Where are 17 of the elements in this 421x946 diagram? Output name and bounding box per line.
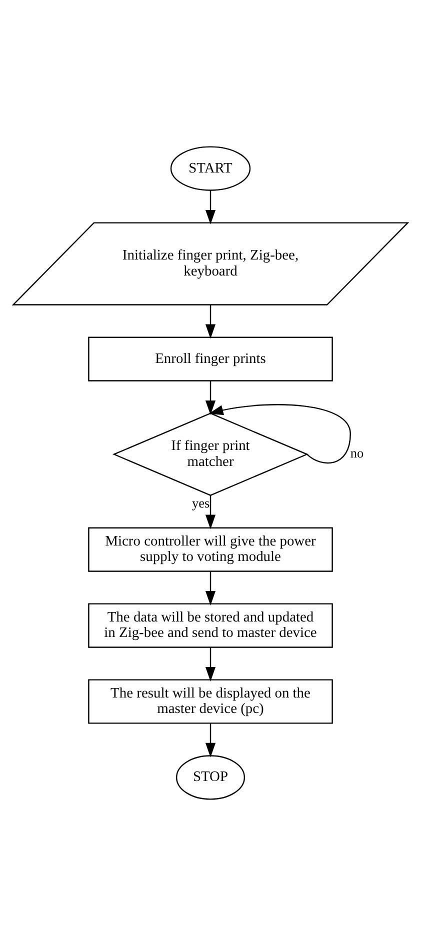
arrow (205, 724, 216, 758)
edge-label: yes (192, 496, 210, 511)
arrow (205, 304, 216, 339)
arrow (205, 190, 216, 224)
node-box: The data will be stored and updated in Zig-bee and send to master device (88, 603, 333, 648)
node-box: Enroll finger prints (88, 336, 333, 382)
node-ellipse: START (170, 146, 251, 191)
arrow (205, 648, 216, 682)
arrow (205, 572, 216, 606)
node-box: Micro controller will give the power supply to voting module (88, 527, 333, 572)
node-box: The result will be displayed on the master device (pc) (88, 679, 333, 724)
node-ellipse: STOP (176, 755, 246, 800)
node-diamond: If finger print matcher (112, 412, 309, 496)
edge-label: no (350, 446, 364, 461)
arrow (208, 404, 351, 464)
arrow (205, 495, 216, 530)
arrow (205, 380, 216, 415)
